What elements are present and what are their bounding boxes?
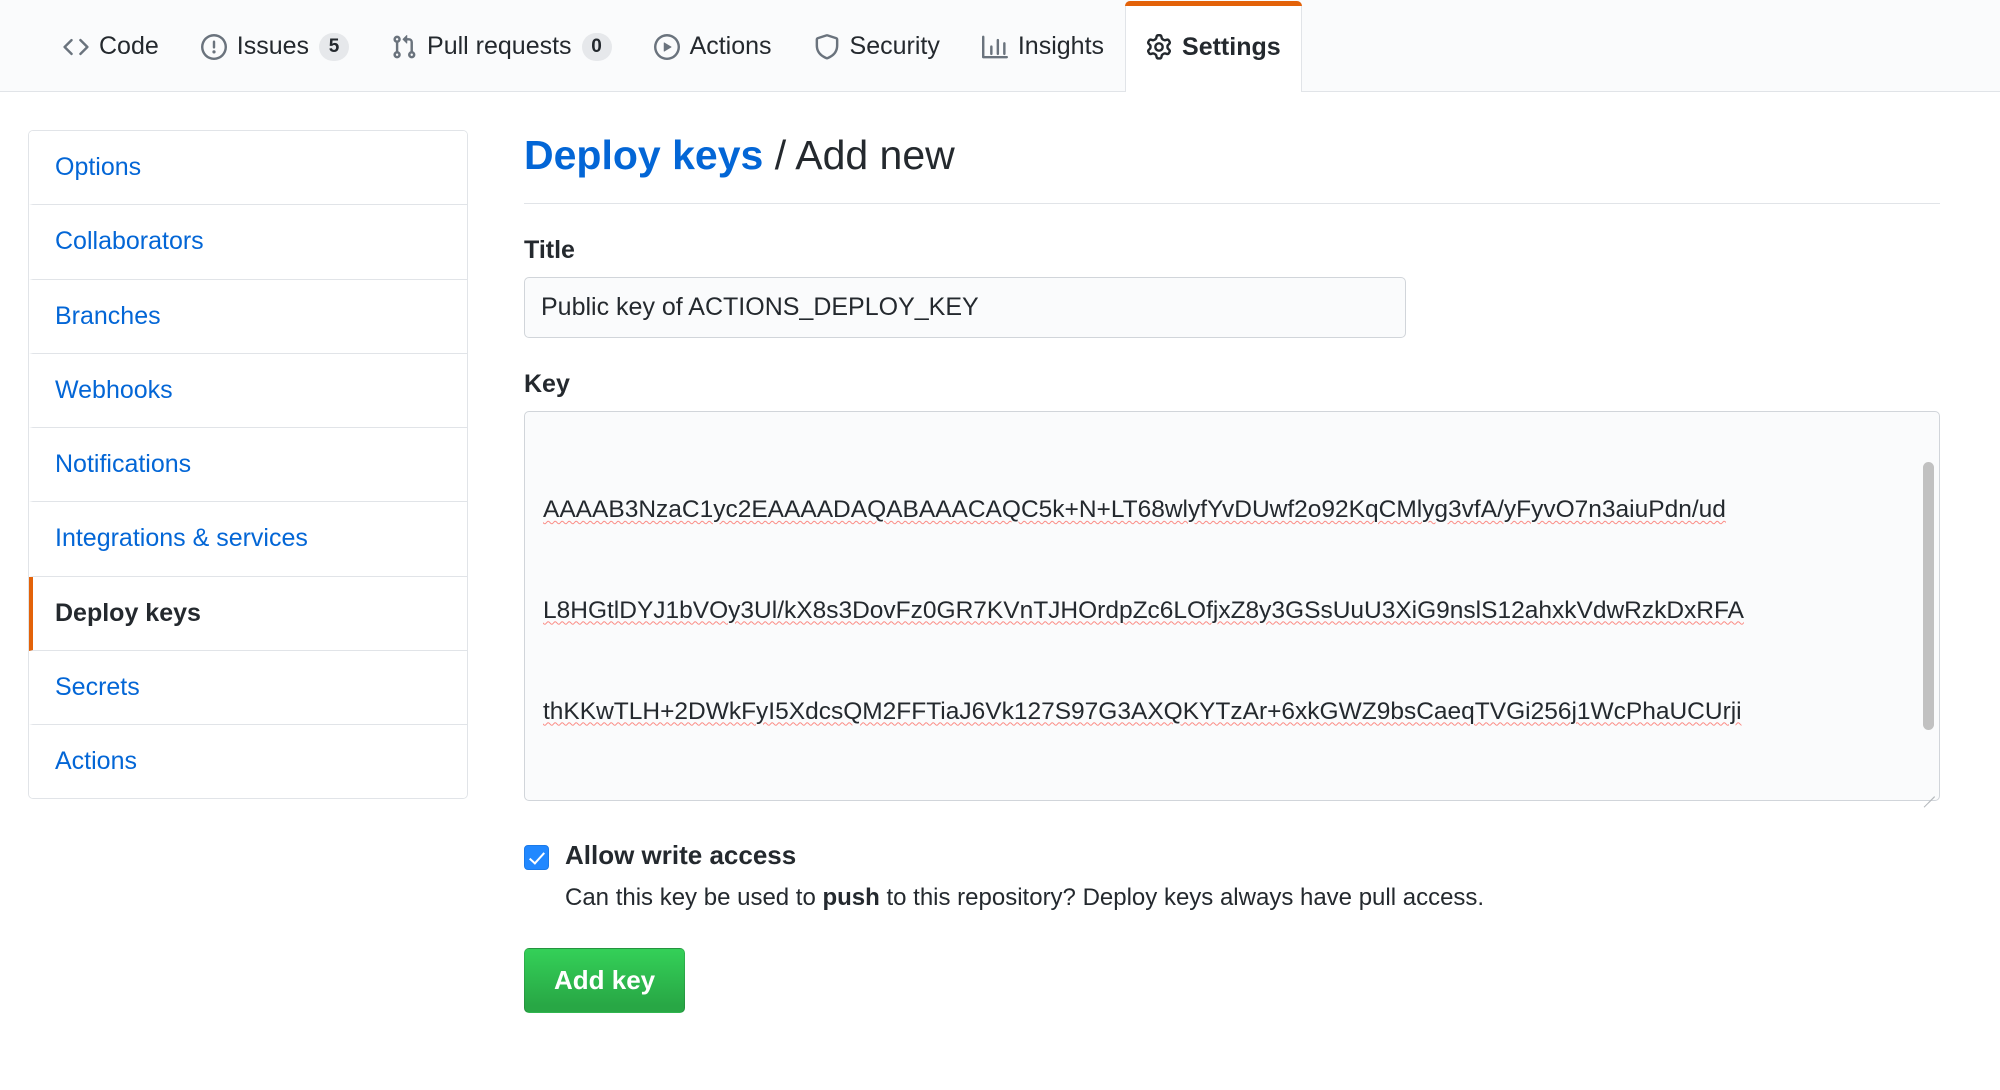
repo-nav: Code Issues 5 Pull requests 0 Actions Se… bbox=[0, 0, 2000, 92]
title-field-label: Title bbox=[524, 236, 575, 265]
nav-tab-code[interactable]: Code bbox=[42, 1, 180, 91]
note-text-before: Can this key be used to bbox=[565, 883, 823, 911]
nav-tab-label: Pull requests bbox=[427, 32, 572, 60]
key-line: tgnWuIV/XpOl1fr53ZDX5UcMIRizEipLSJgxWjaC… bbox=[543, 795, 1919, 799]
add-key-button[interactable]: Add key bbox=[524, 948, 686, 1013]
key-field-group: Key AAAAB3NzaC1yc2EAAAADAQABAAACAQC5k+N+… bbox=[524, 369, 1940, 808]
nav-tab-label: Insights bbox=[1017, 32, 1105, 60]
sidebar-item-collaborators[interactable]: Collaborators bbox=[29, 205, 467, 280]
note-text-after: to this repository? Deploy keys always h… bbox=[879, 883, 1485, 911]
sidebar-item-branches[interactable]: Branches bbox=[29, 279, 467, 354]
allow-write-access-label[interactable]: Allow write access bbox=[565, 839, 797, 870]
nav-tab-issues[interactable]: Issues 5 bbox=[180, 1, 370, 91]
nav-tab-label: Settings bbox=[1182, 32, 1281, 61]
nav-tab-settings[interactable]: Settings bbox=[1125, 1, 1302, 92]
key-textarea-scrollbar-thumb[interactable] bbox=[1923, 461, 1934, 730]
nav-tab-label: Security bbox=[849, 32, 940, 60]
key-line: L8HGtlDYJ1bVOy3Ul/kX8s3DovFz0GR7KVnTJHOr… bbox=[543, 596, 1744, 624]
key-textarea-scrollbar[interactable] bbox=[1920, 413, 1937, 798]
gear-icon bbox=[1146, 34, 1172, 60]
sidebar-item-label: Webhooks bbox=[55, 375, 173, 404]
nav-tab-actions[interactable]: Actions bbox=[633, 1, 793, 91]
sidebar-item-secrets[interactable]: Secrets bbox=[29, 650, 467, 725]
sidebar-item-label: Options bbox=[55, 153, 142, 181]
nav-tab-pull-requests[interactable]: Pull requests 0 bbox=[370, 1, 633, 91]
sidebar-item-integrations-and-services[interactable]: Integrations & services bbox=[29, 502, 467, 577]
allow-write-access-note: Can this key be used to push to this rep… bbox=[565, 881, 1484, 915]
page-title: Deploy keys / Add new bbox=[524, 130, 1940, 205]
sidebar-item-label: Integrations & services bbox=[55, 524, 308, 553]
sidebar-item-label: Secrets bbox=[55, 672, 140, 701]
key-textarea[interactable]: AAAAB3NzaC1yc2EAAAADAQABAAACAQC5k+N+LT68… bbox=[524, 410, 1940, 801]
shield-icon bbox=[814, 33, 840, 60]
issues-counter: 5 bbox=[319, 32, 350, 61]
sidebar-item-label: Collaborators bbox=[55, 227, 204, 256]
breadcrumb-separator: / bbox=[763, 132, 796, 178]
code-icon bbox=[63, 34, 89, 60]
title-field-group: Title bbox=[524, 236, 1940, 338]
note-text-push: push bbox=[822, 883, 880, 911]
git-pull-request-icon bbox=[391, 34, 417, 60]
sidebar-item-label: Actions bbox=[55, 747, 137, 775]
sidebar-item-label: Notifications bbox=[55, 450, 192, 478]
main-content: Deploy keys / Add new Title Key AAAAB3Nz… bbox=[468, 130, 2000, 1013]
sidebar-item-deploy-keys[interactable]: Deploy keys bbox=[29, 576, 467, 651]
breadcrumb-current: Add new bbox=[795, 132, 955, 178]
sidebar-item-label: Deploy keys bbox=[55, 598, 201, 627]
breadcrumb-deploy-keys-link[interactable]: Deploy keys bbox=[524, 132, 764, 178]
key-line: AAAAB3NzaC1yc2EAAAADAQABAAACAQC5k+N+LT68… bbox=[543, 495, 1726, 523]
nav-tab-security[interactable]: Security bbox=[793, 1, 961, 91]
sidebar-item-options[interactable]: Options bbox=[29, 131, 467, 206]
nav-tab-label: Actions bbox=[689, 32, 772, 60]
issue-icon bbox=[200, 33, 227, 60]
key-field-label: Key bbox=[524, 369, 570, 398]
graph-icon bbox=[981, 34, 1008, 60]
key-line: thKKwTLH+2DWkFyI5XdcsQM2FFTiaJ6Vk127S97G… bbox=[543, 697, 1742, 725]
nav-tab-label: Issues bbox=[236, 32, 310, 60]
sidebar-item-label: Branches bbox=[55, 301, 161, 330]
title-input[interactable] bbox=[524, 277, 1406, 338]
play-icon bbox=[653, 33, 680, 60]
pull-requests-counter: 0 bbox=[581, 32, 612, 61]
allow-write-access-checkbox[interactable] bbox=[524, 844, 549, 870]
sidebar-item-notifications[interactable]: Notifications bbox=[29, 428, 467, 503]
nav-tab-label: Code bbox=[99, 32, 159, 60]
settings-sidebar: Options Collaborators Branches Webhooks … bbox=[28, 130, 468, 800]
sidebar-item-actions[interactable]: Actions bbox=[29, 725, 467, 799]
settings-page: Options Collaborators Branches Webhooks … bbox=[0, 92, 2000, 1013]
sidebar-item-webhooks[interactable]: Webhooks bbox=[29, 353, 467, 428]
nav-tab-insights[interactable]: Insights bbox=[961, 1, 1125, 91]
allow-write-access-group: Allow write access Can this key be used … bbox=[524, 839, 1940, 914]
